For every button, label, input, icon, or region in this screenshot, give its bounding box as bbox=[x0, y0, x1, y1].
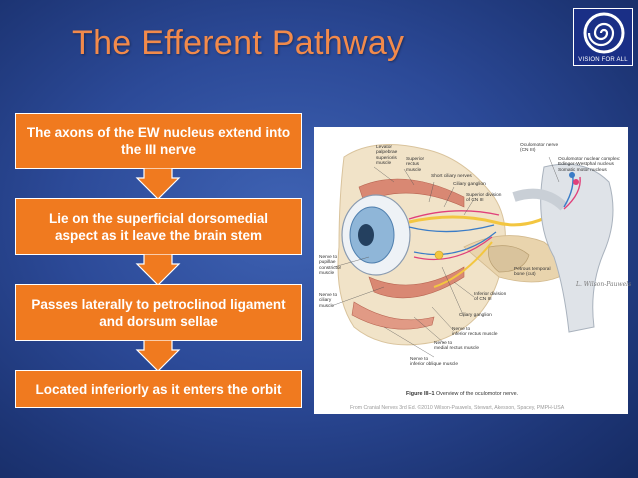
spiral-eye-icon bbox=[583, 12, 625, 54]
label-ciliary-ganglion-bottom: Ciliary ganglion bbox=[459, 313, 492, 318]
label-oculomotor-nerve: Oculomotor nerve (CN III) bbox=[520, 143, 559, 154]
illustrator-signature: L. Wilson-Pauwels bbox=[576, 281, 632, 288]
label-nerve-ciliary-muscle: Nerve to ciliary muscle bbox=[319, 293, 338, 309]
label-nerve-medial-rectus: Nerve to medial rectus muscle bbox=[434, 341, 480, 352]
label-levator: Levator palpebrae superioris muscle bbox=[376, 145, 398, 167]
step-box-2: Lie on the superficial dorsomedial aspec… bbox=[15, 198, 302, 255]
down-arrow-icon bbox=[135, 254, 181, 286]
step-box-1: The axons of the EW nucleus extend into … bbox=[15, 113, 302, 169]
step-box-3: Passes laterally to petroclinod ligament… bbox=[15, 284, 302, 341]
label-superior-rectus: Superior rectus muscle bbox=[406, 157, 425, 173]
step-box-4: Located inferiorly as it enters the orbi… bbox=[15, 370, 302, 408]
oculomotor-nerve-figure: Levator palpebrae superioris muscle Supe… bbox=[314, 127, 632, 414]
logo-text: VISION FOR ALL bbox=[578, 57, 628, 63]
oculomotor-anatomy-illustration bbox=[333, 144, 614, 358]
label-nerve-inferior-rectus: Nerve to inferior rectus muscle bbox=[452, 327, 498, 338]
caption-text: Overview of the oculomotor nerve. bbox=[434, 391, 519, 397]
label-nerve-pupillae: Nerve to pupillae constrictor muscle bbox=[319, 255, 342, 277]
label-petrous-bone: Petrous temporal bone (cut) bbox=[514, 267, 551, 278]
down-arrow-icon bbox=[135, 340, 181, 372]
label-ciliary-ganglion-top: Ciliary ganglion bbox=[453, 182, 486, 187]
label-short-ciliary-nerves: Short ciliary nerves bbox=[431, 174, 472, 179]
label-nerve-inferior-oblique: Nerve to inferior oblique muscle bbox=[410, 357, 458, 368]
vision-for-all-logo: VISION FOR ALL bbox=[573, 8, 633, 66]
label-inferior-division: Inferior division of CN III bbox=[474, 292, 507, 303]
figure-copyright: From Cranial Nerves 3rd Ed. ©2010 Wilson… bbox=[350, 405, 565, 411]
label-nuclear-complex: Oculomotor nuclear complex: Edinger-West… bbox=[558, 157, 621, 173]
caption-label: Figure III–1 bbox=[406, 391, 435, 397]
slide-title: The Efferent Pathway bbox=[72, 24, 405, 62]
label-superior-division: Superior division of CN III bbox=[466, 193, 502, 204]
down-arrow-icon bbox=[135, 168, 181, 200]
figure-caption: Figure III–1 Overview of the oculomotor … bbox=[406, 391, 518, 397]
